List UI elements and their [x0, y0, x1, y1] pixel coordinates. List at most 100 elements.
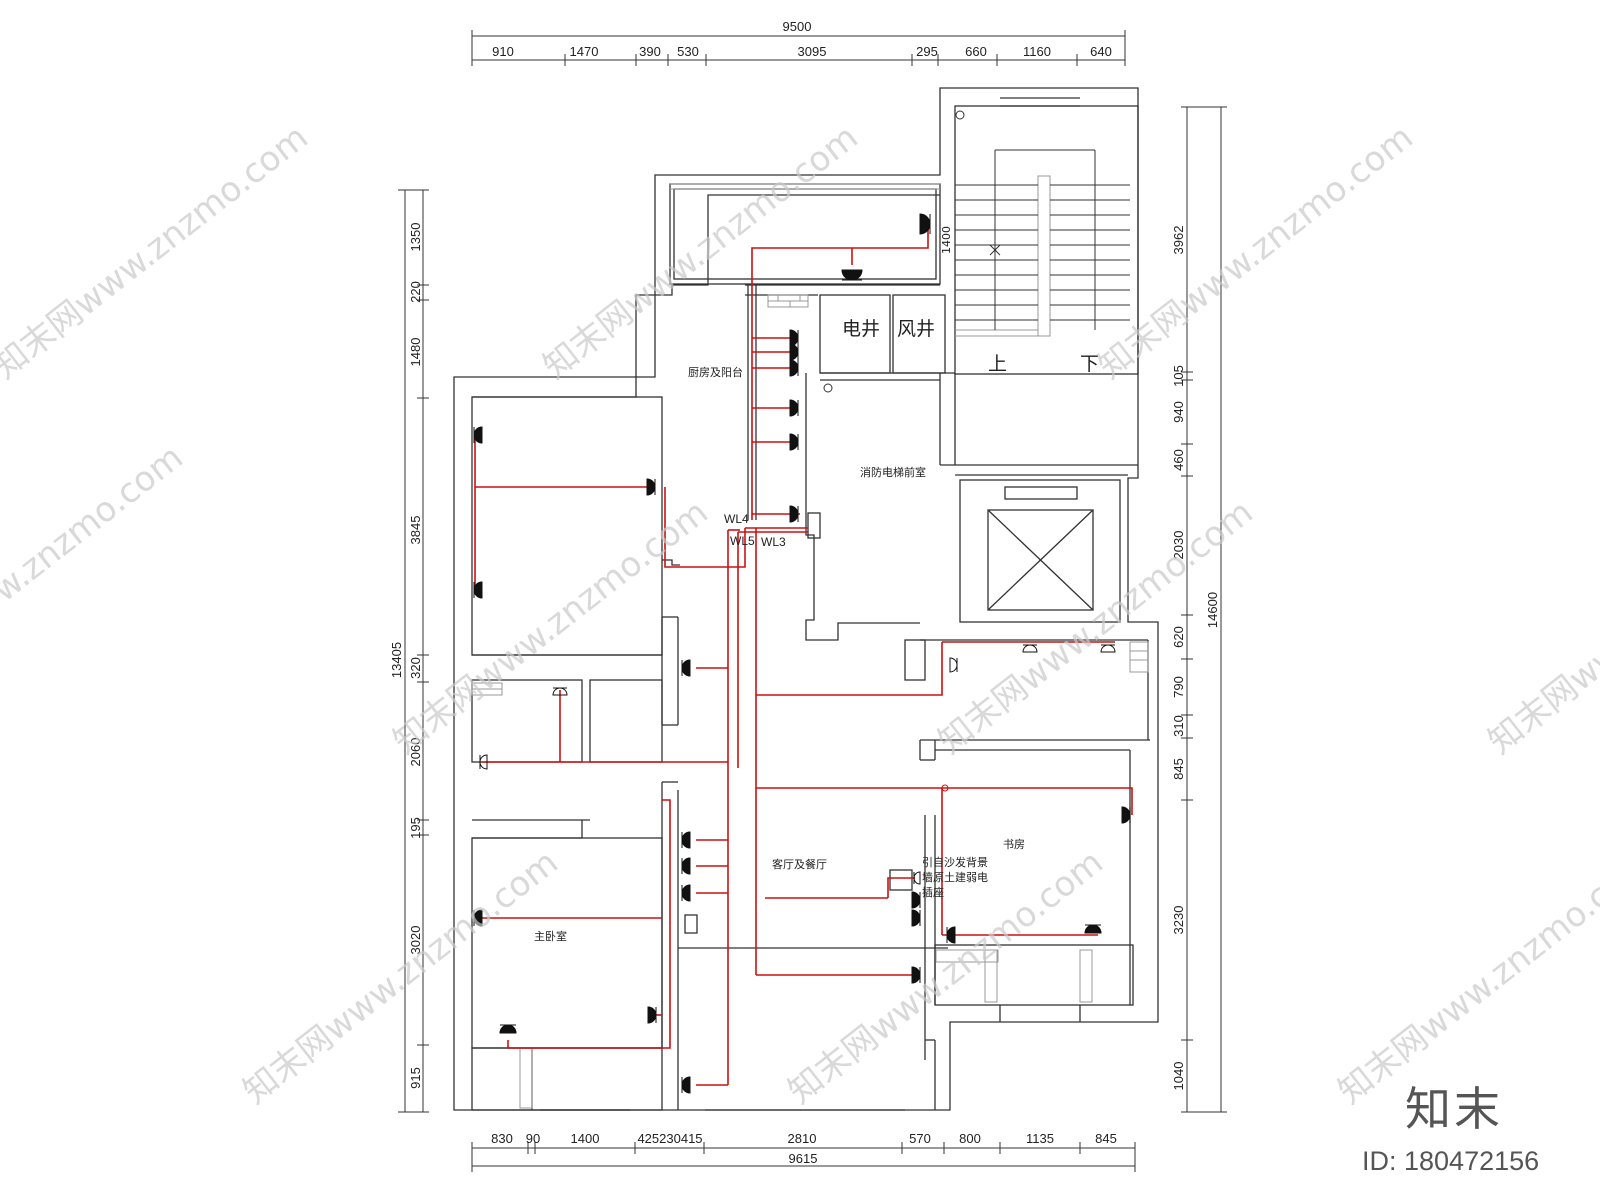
- dim-right-7: 790: [1171, 676, 1186, 698]
- outlet-icon: [911, 891, 921, 909]
- watermark-text: 知末网www.znzmo.com: [1331, 842, 1600, 1112]
- stair-drain-icon: [955, 110, 965, 120]
- dim-left-total: 13405: [389, 642, 404, 678]
- outlet-icon: [647, 1006, 657, 1024]
- stair-width-label: 1400: [940, 226, 953, 254]
- outlet-icon: [681, 1076, 691, 1094]
- stair-treads: [955, 149, 1130, 330]
- outlet-icon: [919, 213, 931, 235]
- watermark-text: 知末网www.znzmo.com: [1091, 117, 1421, 387]
- dim-right-1: 3962: [1171, 226, 1186, 255]
- lamp-outlet-icon: [1022, 644, 1038, 653]
- room-air-shaft: 风井: [897, 318, 935, 340]
- dim-left-7: 195: [408, 817, 423, 839]
- room-study: 书房: [1003, 838, 1025, 851]
- outlet-icon: [911, 909, 921, 927]
- watermark-text: 知末网www.znzmo.com: [386, 492, 716, 762]
- dim-bottom-3: 1400: [571, 1131, 600, 1146]
- dim-top-1: 910: [492, 44, 514, 59]
- dim-left-4: 3845: [408, 516, 423, 545]
- outlet-icon: [499, 1024, 517, 1034]
- dim-right-total: 14600: [1205, 592, 1220, 628]
- dim-right-4: 460: [1171, 449, 1186, 471]
- outlet-icon: [681, 831, 691, 849]
- room-elec-shaft: 电井: [842, 318, 880, 340]
- outlet-icon: [646, 478, 656, 496]
- dim-bottom-total: 9615: [789, 1151, 818, 1166]
- outlet-icon: [473, 426, 483, 444]
- lamp-outlet-icon: [479, 754, 488, 770]
- outlet-icon: [681, 884, 691, 902]
- dim-right-3: 940: [1171, 401, 1186, 423]
- dimension-lines: [398, 30, 1227, 1172]
- dim-right-10: 3230: [1171, 906, 1186, 935]
- watermark-text: 知末网www.znzmo.com: [1481, 492, 1600, 762]
- dim-bottom-6: 570: [909, 1131, 931, 1146]
- lobby-drain-icon: [823, 383, 833, 393]
- dim-top-5: 3095: [798, 44, 827, 59]
- circuit-wl4: WL4: [724, 512, 749, 526]
- lobby-outlets: [479, 644, 1116, 885]
- dim-right-2: 105: [1171, 365, 1186, 387]
- circuit-wl3: WL3: [761, 535, 786, 549]
- dim-right-11: 1040: [1171, 1062, 1186, 1091]
- outlet-icon: [1121, 806, 1131, 824]
- study-note-line-3: 插座: [922, 885, 944, 899]
- dim-right-5: 2030: [1171, 531, 1186, 560]
- outlet-icon: [789, 505, 799, 523]
- outlet-icon: [1084, 924, 1102, 934]
- outlet-icon: [789, 399, 799, 417]
- dim-bottom-1: 830: [491, 1131, 513, 1146]
- brand-logo-text: 知末: [1405, 1082, 1503, 1136]
- outlet-icon: [946, 926, 956, 944]
- dim-top-9: 640: [1090, 44, 1112, 59]
- dim-top-7: 660: [965, 44, 987, 59]
- room-kitchen: 厨房及阳台: [688, 365, 743, 379]
- dim-top-6: 295: [916, 44, 938, 59]
- dim-bottom-4: 425230415: [637, 1131, 702, 1146]
- room-living: 客厅及餐厅: [772, 857, 827, 871]
- dim-right-8: 310: [1171, 715, 1186, 737]
- outlet-icon: [681, 659, 691, 677]
- dim-left-9: 915: [408, 1067, 423, 1089]
- dim-top-3: 390: [639, 44, 661, 59]
- lamp-outlet-icon: [949, 657, 958, 673]
- dim-top-total: 9500: [783, 19, 812, 34]
- dim-left-6: 2060: [408, 738, 423, 767]
- room-fire-lobby: 消防电梯前室: [860, 465, 926, 479]
- dim-left-3: 1480: [408, 338, 423, 367]
- stair-up-label: 上: [988, 353, 1007, 375]
- dim-top-8: 1160: [1023, 44, 1051, 59]
- walls: [453, 87, 1159, 1111]
- dim-left-8: 3020: [408, 926, 423, 955]
- dim-top-2: 1470: [570, 44, 599, 59]
- outlet-icon: [473, 581, 483, 599]
- outlet-icon: [789, 343, 799, 361]
- image-id: ID: 180472156: [1362, 1146, 1539, 1176]
- outlet-icon: [473, 909, 483, 927]
- wiring: [474, 225, 1133, 1086]
- outlet-icon: [789, 329, 799, 347]
- dim-bottom-2: 90: [526, 1131, 540, 1146]
- watermarks: 知末网www.znzmo.com 知末网www.znzmo.com 知末网www…: [0, 117, 1600, 1112]
- outlet-icon: [789, 359, 799, 377]
- study-note-line-1: 引自沙发背景: [922, 855, 988, 869]
- stair-down-label: 下: [1080, 353, 1099, 375]
- junction-icon: [941, 784, 949, 792]
- dim-right-6: 620: [1171, 626, 1186, 648]
- dim-left-1: 1350: [408, 223, 423, 252]
- dim-top-4: 530: [677, 44, 699, 59]
- outlet-icon: [841, 269, 863, 281]
- watermark-text: 知末网www.znzmo.com: [0, 437, 191, 707]
- dim-bottom-8: 1135: [1026, 1131, 1054, 1146]
- dim-bottom-5: 2810: [788, 1131, 817, 1146]
- lamp-outlet-icon: [913, 871, 921, 885]
- dim-bottom-7: 800: [959, 1131, 981, 1146]
- lamp-outlet-icon: [1100, 644, 1116, 653]
- dim-right-9: 845: [1171, 758, 1186, 780]
- outlet-icon: [911, 966, 921, 984]
- watermark-text: 知末网www.znzmo.com: [0, 117, 316, 387]
- outlet-symbols: [473, 213, 1131, 1094]
- watermark-text: 知末网www.znzmo.com: [236, 842, 566, 1112]
